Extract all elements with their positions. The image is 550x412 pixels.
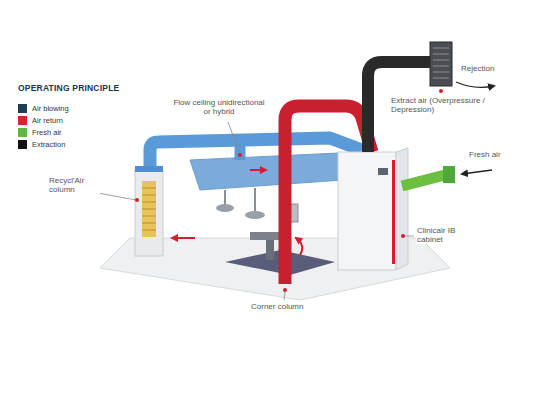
return-arrow — [296, 238, 302, 255]
legend-text: Extraction — [32, 140, 65, 149]
leader-line — [98, 193, 136, 200]
callout-label: Recycl'Air column — [48, 176, 100, 194]
legend-text: Fresh air — [32, 128, 62, 137]
recycle-column — [135, 170, 163, 256]
leader-dot — [283, 288, 287, 292]
legend-swatch — [18, 128, 27, 137]
legend-swatch — [18, 116, 27, 125]
filter-grille — [142, 188, 156, 230]
rejection-arrow — [456, 82, 494, 87]
legend-text: Air blowing — [32, 104, 69, 113]
callout-label: Fresh air — [468, 150, 530, 159]
table-base — [266, 240, 274, 260]
supply-duct — [150, 138, 362, 176]
fresh-air-duct — [402, 175, 445, 186]
leader-dot — [439, 89, 443, 93]
legend-item: Extraction — [18, 140, 138, 150]
surgical-light — [245, 211, 265, 219]
callout-label: Rejection — [460, 64, 522, 73]
leader-dot — [401, 234, 405, 238]
column-cap — [135, 166, 163, 172]
callout-label: Flow ceiling unidirectional or hybrid — [168, 98, 270, 116]
extract-grille — [430, 42, 452, 86]
legend-item: Air return — [18, 116, 138, 126]
diagram-title: OPERATING PRINCIPLE — [18, 84, 119, 94]
cabinet-stripe — [392, 160, 395, 264]
return-arrow — [250, 169, 266, 171]
legend-item: Fresh air — [18, 128, 138, 138]
legend-item: Air blowing — [18, 104, 138, 114]
leader-line — [284, 292, 285, 300]
leader-line — [404, 236, 414, 237]
legend-swatch — [18, 140, 27, 149]
cabinet-side — [396, 148, 408, 270]
fresh-air-arrow — [462, 170, 492, 174]
surgical-light — [216, 204, 234, 212]
callout-label: Corner column — [250, 302, 332, 311]
column-filter — [142, 181, 156, 237]
callout-label: Clinicair IB cabinet — [416, 226, 480, 244]
cabinet-body — [338, 152, 396, 270]
leader-dot — [135, 198, 139, 202]
fresh-air-inlet — [443, 166, 455, 183]
leader-line — [228, 122, 240, 154]
return-arrow — [172, 237, 195, 239]
leader-dot — [238, 153, 242, 157]
legend-swatch — [18, 104, 27, 113]
callout-label: Extract air (Overpressure / Depression) — [390, 96, 510, 114]
legend-text: Air return — [32, 116, 63, 125]
cabinet-screen — [378, 168, 388, 175]
grille-slats — [433, 48, 449, 78]
